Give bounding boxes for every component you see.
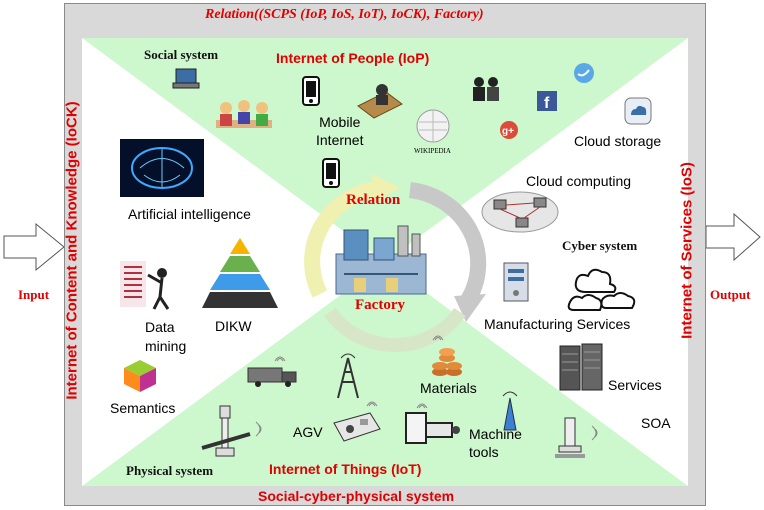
mobile-phone-icon-2: [322, 158, 340, 188]
ioCK-label: Internet of Content and Knowledge (IoCK): [63, 101, 81, 400]
diagram-title: Relation((SCPS (IoP, IoS, IoT), IoCK), F…: [205, 7, 484, 22]
iot-label: Internet of Things (IoT): [269, 461, 422, 477]
wireless-icon-1: [274, 356, 286, 362]
cloud-computing-label: Cloud computing: [526, 173, 632, 189]
cloud-storage-label: Cloud storage: [574, 133, 662, 149]
data-mining-label: Data mining: [145, 319, 187, 354]
truck-icon: [247, 367, 297, 387]
iop-label: Internet of People (IoP): [276, 50, 430, 66]
mobile-phone-icon: [302, 76, 320, 106]
server-icon: [503, 262, 529, 302]
wikipedia-icon: [416, 109, 450, 143]
services-label: Services: [608, 377, 662, 393]
dikw-label: DIKW: [215, 318, 252, 334]
iot-quadrant: [82, 262, 688, 486]
business-people-icon: [473, 77, 499, 101]
output-label: Output: [710, 287, 751, 302]
svg-text:f: f: [544, 95, 550, 111]
cycle-arrows: [304, 174, 487, 353]
footer-label: Social-cyber-physical system: [258, 488, 455, 504]
input-arrow: [3, 222, 65, 272]
laptop-icon: [172, 68, 200, 89]
cyber-system-label: Cyber system: [562, 238, 638, 253]
manufacturing-services-label: Manufacturing Services: [484, 316, 631, 332]
cloud-storage-icon: [624, 97, 652, 125]
physical-system-label: Physical system: [126, 463, 214, 478]
spindle-icon: [555, 417, 585, 458]
person-at-desk-icon: [357, 84, 403, 119]
mobile-internet-label: Mobile Internet: [316, 114, 364, 148]
factory-icon: [335, 225, 427, 295]
output-arrow: [705, 212, 761, 262]
meeting-people-icon: [216, 100, 272, 128]
wireless-icon-6: [591, 425, 598, 441]
svg-text:g+: g+: [502, 126, 514, 137]
materials-label: Materials: [420, 380, 477, 396]
facebook-icon: f: [537, 91, 557, 111]
ai-brain-icon: [120, 139, 204, 197]
google-plus-icon: g+: [500, 121, 518, 139]
machine-tool-tower-icon: [502, 391, 518, 431]
social-system-label: Social system: [144, 47, 219, 62]
agv-icon: [333, 412, 381, 442]
cloud-network-icon: [567, 268, 636, 311]
wireless-icon-5: [416, 403, 428, 409]
data-mining-icon: [120, 261, 170, 310]
twitter-icon: [574, 63, 594, 83]
soa-label: SOA: [641, 415, 671, 431]
wireless-icon-4: [366, 401, 378, 407]
antenna-tower-icon: [337, 353, 359, 399]
semantics-label: Semantics: [110, 400, 176, 416]
relation-label: Relation: [346, 192, 401, 208]
ios-quadrant: [385, 38, 688, 486]
artificial-intelligence-label: Artificial intelligence: [128, 206, 251, 222]
semantics-icon: [124, 360, 156, 392]
cloud-computing-icon: [481, 191, 559, 233]
dikw-pyramid-icon: [202, 238, 278, 308]
ios-label: Internet of Services (IoS): [678, 162, 696, 339]
machine-tool-icon: [405, 412, 460, 444]
robot-arm-icon: [201, 405, 251, 457]
wikipedia-label: WIKIPEDIA: [414, 147, 451, 155]
agv-label: AGV: [293, 424, 323, 440]
services-servers-icon: [559, 343, 603, 391]
iop-quadrant: [82, 38, 688, 262]
factory-label: Factory: [355, 297, 405, 313]
materials-icon: [432, 348, 462, 376]
wireless-icon-3: [255, 421, 262, 437]
input-label: Input: [18, 287, 50, 302]
wireless-icon-2: [432, 335, 444, 341]
